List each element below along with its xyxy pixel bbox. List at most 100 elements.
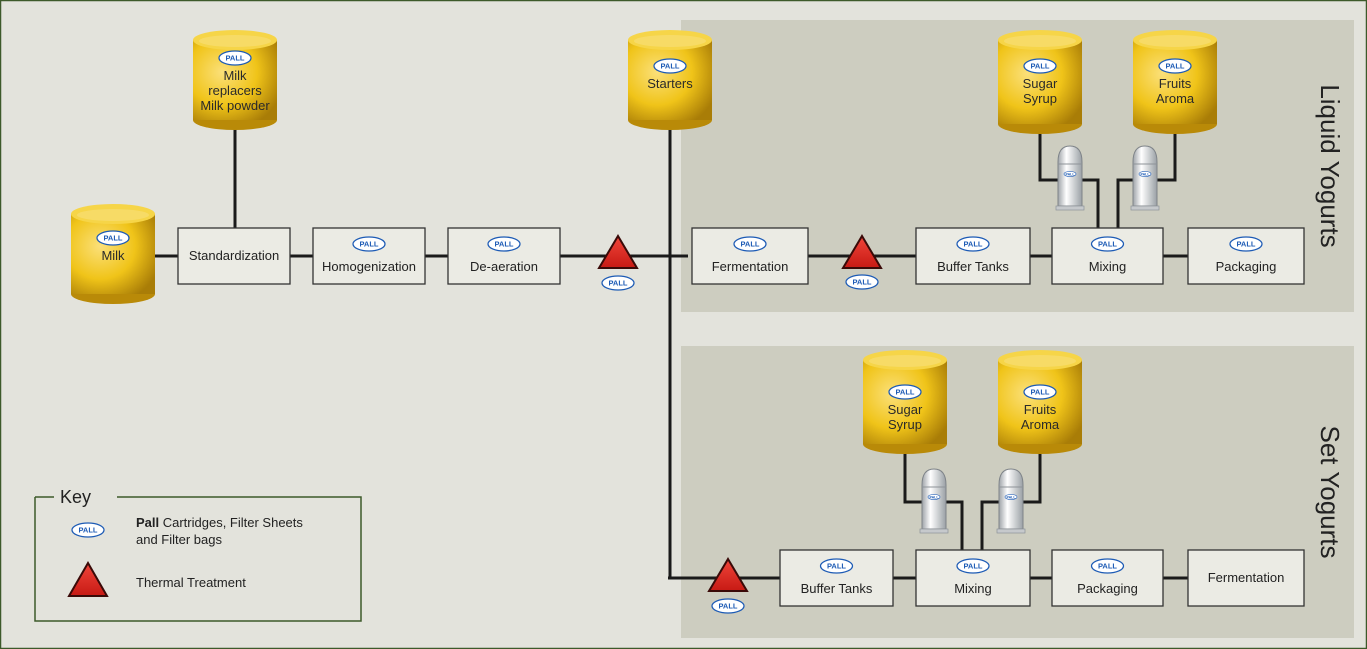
liquid-fruits-filter-housing-icon: PALL: [1130, 145, 1160, 211]
pall-badge-text: PALL: [963, 562, 982, 571]
box-pall-badge-icon: PALL: [352, 236, 386, 252]
tank-pall-badge-icon: PALL: [1023, 58, 1057, 74]
process-step-label: Mixing: [954, 581, 992, 596]
key-pall-bold: Pall: [136, 515, 159, 530]
process-step-label: Fermentation: [1208, 570, 1285, 585]
tank-label-line: Syrup: [1023, 91, 1057, 106]
pall-badge-text: PALL: [718, 602, 737, 611]
set-yogurts-title: Set Yogurts: [1315, 426, 1345, 559]
pall-badge-text: PALL: [225, 54, 244, 63]
liquid-fermentation-box: PALL Fermentation: [691, 227, 809, 285]
box-pall-badge-icon: PALL: [956, 236, 990, 252]
liquid-packaging-box: PALL Packaging: [1187, 227, 1305, 285]
process-step-label: Standardization: [189, 248, 279, 263]
set-sugar-filter-housing-icon: PALL: [919, 468, 949, 534]
pall-badge-text: PALL: [895, 388, 914, 397]
tank-label-line: replacers: [208, 83, 262, 98]
pall-badge-text: PALL: [78, 526, 97, 535]
pall-badge-text: PALL: [963, 240, 982, 249]
pall-badge-text: PALL: [1030, 62, 1049, 71]
process-step-label: Mixing: [1089, 259, 1127, 274]
process-step-label: Buffer Tanks: [937, 259, 1009, 274]
thermal-2-pall-badge-icon: PALL: [845, 274, 879, 290]
svg-text:PALL: PALL: [1140, 172, 1150, 176]
process-step-label: Packaging: [1216, 259, 1277, 274]
tank-label-line: Milk powder: [200, 98, 270, 113]
homogenization-box: PALL Homogenization: [312, 227, 426, 285]
tank-label-line: Sugar: [888, 402, 923, 417]
svg-text:PALL: PALL: [1006, 495, 1016, 499]
tank-label-line: Aroma: [1021, 417, 1060, 432]
key-pall-description: Pall Cartridges, Filter Sheets: [136, 515, 303, 530]
set-fruits-filter-housing-icon: PALL: [996, 468, 1026, 534]
svg-text:PALL: PALL: [929, 495, 939, 499]
starters-tank: PALL Starters: [628, 30, 712, 130]
standardization-box: Standardization: [177, 227, 291, 285]
pall-badge-text: PALL: [1030, 388, 1049, 397]
key-pall-badge-icon: PALL: [71, 522, 105, 538]
box-pall-badge-icon: PALL: [1090, 236, 1125, 252]
svg-text:PALL: PALL: [1065, 172, 1075, 176]
box-pall-badge-icon: PALL: [733, 236, 767, 252]
tank-label-line: Sugar: [1023, 76, 1058, 91]
box-pall-badge-icon: PALL: [487, 236, 521, 252]
tank-label-line: Fruits: [1024, 402, 1057, 417]
process-step-label: Homogenization: [322, 259, 416, 274]
pall-badge-text: PALL: [1098, 562, 1117, 571]
liquid-mixing-box: PALL Mixing: [1051, 227, 1164, 285]
box-pall-badge-icon: PALL: [1229, 236, 1263, 252]
thermal-treatment-1-icon: [597, 234, 639, 269]
tank-label-line: Syrup: [888, 417, 922, 432]
tank-label-line: Milk: [223, 68, 247, 83]
thermal-1-pall-badge-icon: PALL: [601, 275, 635, 291]
tank-label-line: Aroma: [1156, 91, 1195, 106]
set-fermentation-box: Fermentation: [1187, 549, 1305, 607]
box-pall-badge-icon: PALL: [956, 558, 990, 574]
pall-badge-text: PALL: [1165, 62, 1184, 71]
pall-badge-text: PALL: [740, 240, 759, 249]
set-buffer-tanks-box: PALL Buffer Tanks: [779, 549, 894, 607]
key-legend: Key Pall Cartridges, Filter Sheets and F…: [34, 487, 362, 622]
pall-badge-text: PALL: [827, 562, 846, 571]
pall-badge-text: PALL: [660, 62, 679, 71]
thermal-3-pall-badge-icon: PALL: [711, 598, 745, 614]
key-thermal-icon: [67, 560, 109, 597]
tank-pall-badge-icon: PALL: [653, 58, 687, 74]
thermal-treatment-2-icon: [841, 234, 883, 269]
liquid-sugar-filter-housing-icon: PALL: [1055, 145, 1085, 211]
pall-badge-text: PALL: [494, 240, 513, 249]
key-thermal-label: Thermal Treatment: [136, 575, 246, 590]
key-pall-desc-1: Cartridges, Filter Sheets: [159, 515, 303, 530]
tank-pall-badge-icon: PALL: [1158, 58, 1192, 74]
tank-label-line: Starters: [647, 76, 693, 91]
key-title: Key: [60, 487, 91, 507]
liquid-buffer-tanks-box: PALL Buffer Tanks: [915, 227, 1031, 285]
box-pall-badge-icon: PALL: [819, 558, 854, 574]
key-pall-description-2: and Filter bags: [136, 532, 222, 547]
pall-badge-text: PALL: [1236, 240, 1255, 249]
pall-badge-text: PALL: [103, 234, 122, 243]
pall-badge-text: PALL: [359, 240, 378, 249]
tank-pall-badge-icon: PALL: [96, 230, 130, 246]
process-step-label: Buffer Tanks: [801, 581, 873, 596]
tank-label-line: Fruits: [1159, 76, 1192, 91]
set-mixing-box: PALL Mixing: [915, 549, 1031, 607]
pall-badge-text: PALL: [1098, 240, 1117, 249]
pall-badge-text: PALL: [852, 278, 871, 287]
box-pall-badge-icon: PALL: [1090, 558, 1125, 574]
tank-pall-badge-icon: PALL: [1023, 384, 1057, 400]
tank-pall-badge-icon: PALL: [888, 384, 922, 400]
pall-badge-text: PALL: [608, 279, 627, 288]
process-step-label: Fermentation: [712, 259, 789, 274]
tank-pall-badge-icon: PALL: [218, 50, 252, 66]
thermal-treatment-3-icon: [707, 557, 749, 592]
liquid-yogurts-title: Liquid Yogurts: [1315, 84, 1345, 247]
